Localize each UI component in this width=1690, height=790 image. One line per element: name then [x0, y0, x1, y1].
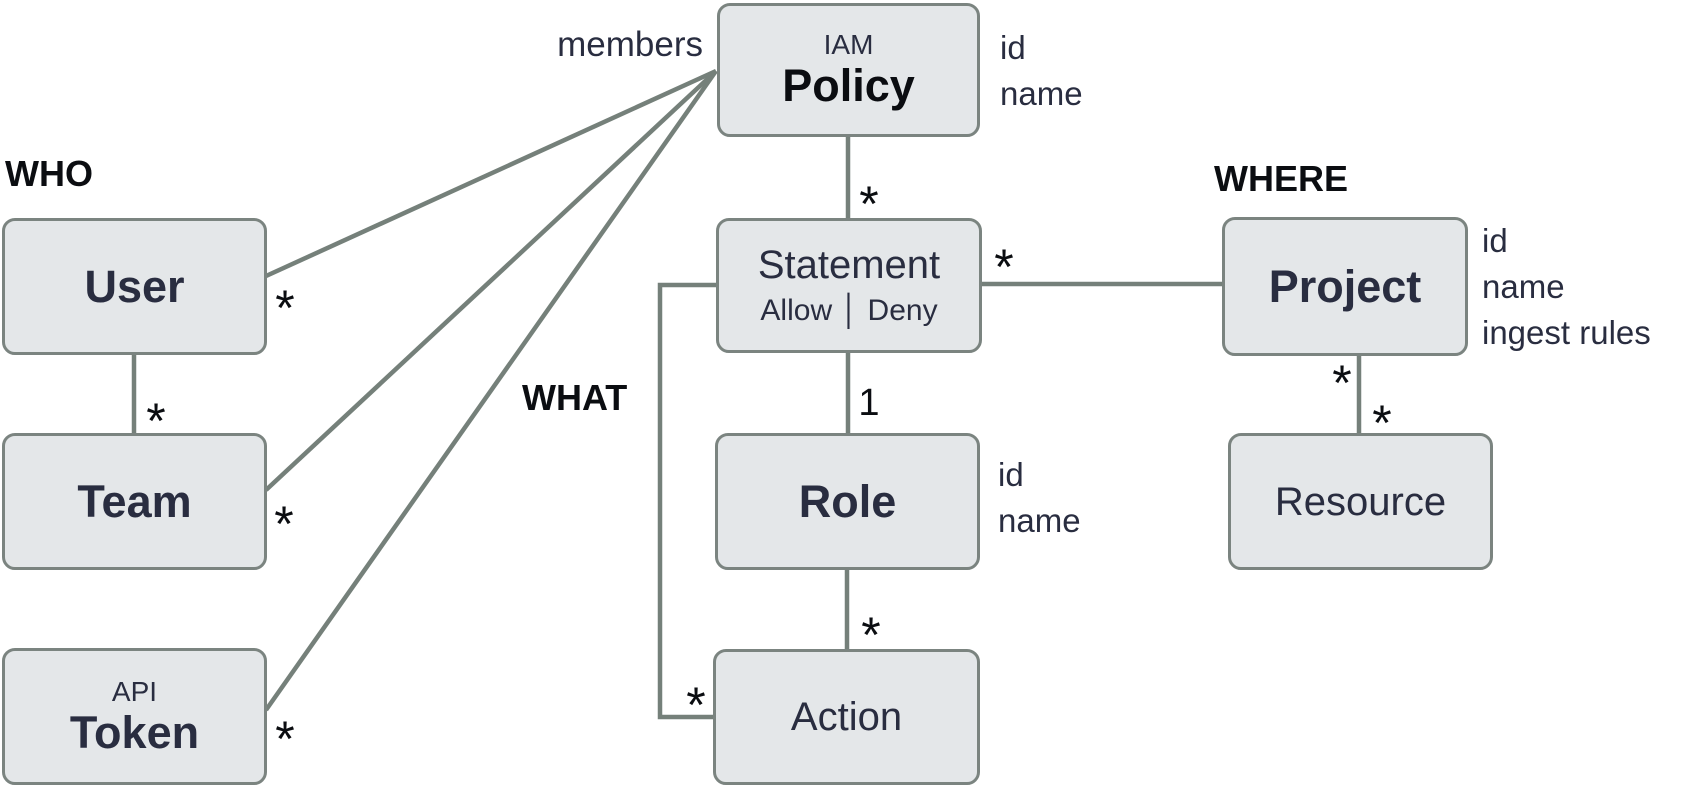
- entity-action-title: Action: [790, 695, 903, 739]
- edge-policy-team: [264, 69, 718, 492]
- entity-policy-title: Policy: [782, 60, 915, 112]
- section-label-who: WHO: [5, 153, 93, 194]
- entity-statement: Statement Allow │ Deny: [716, 218, 982, 353]
- section-label-what: WHAT: [522, 377, 628, 418]
- mult-team-policy: *: [274, 496, 294, 552]
- mult-user-team: *: [146, 393, 166, 449]
- section-label-where: WHERE: [1214, 158, 1348, 199]
- mult-token-policy: *: [275, 711, 295, 767]
- project-attr: name: [1482, 268, 1565, 305]
- edge-policy-user: [265, 68, 717, 279]
- edge-policy-token: [264, 69, 718, 712]
- mult-user-policy: *: [275, 280, 295, 336]
- role-attr: name: [998, 502, 1081, 539]
- entity-resource-title: Resource: [1274, 479, 1447, 524]
- entity-role-title: Role: [798, 475, 897, 527]
- entity-token-title: Token: [69, 706, 200, 758]
- role-attr: id: [998, 456, 1024, 493]
- policy-attrs: id name: [1000, 25, 1083, 117]
- edge-label-members: members: [557, 25, 703, 64]
- entity-action: Action: [713, 649, 980, 785]
- mult-policy-statement: *: [859, 176, 879, 232]
- project-attr: ingest rules: [1482, 314, 1651, 351]
- mult-statement-project: *: [994, 239, 1014, 295]
- entity-token: API Token: [2, 648, 267, 785]
- entity-statement-subtitle: Allow │ Deny: [760, 293, 938, 327]
- mult-project-resource-upper: *: [1332, 355, 1352, 411]
- project-attr: id: [1482, 222, 1508, 259]
- entity-project: Project: [1222, 217, 1468, 356]
- entity-resource: Resource: [1228, 433, 1493, 570]
- entity-user-title: User: [84, 260, 185, 312]
- entity-team: Team: [2, 433, 267, 570]
- entity-team-title: Team: [77, 475, 192, 527]
- mult-statement-role: 1: [858, 382, 880, 424]
- entity-user: User: [2, 218, 267, 355]
- policy-attr: name: [1000, 75, 1083, 112]
- mult-project-resource-lower: *: [1372, 395, 1392, 451]
- entity-role: Role: [715, 433, 980, 570]
- mult-role-action: *: [861, 607, 881, 663]
- entity-statement-title: Statement: [757, 242, 941, 287]
- entity-token-pretitle: API: [111, 675, 158, 707]
- policy-attr: id: [1000, 29, 1026, 66]
- project-attrs: id name ingest rules: [1482, 218, 1651, 356]
- entity-policy-pretitle: IAM: [823, 29, 874, 61]
- mult-statement-action: *: [686, 677, 706, 733]
- entity-policy: IAM Policy: [717, 3, 980, 137]
- entity-project-title: Project: [1268, 260, 1422, 312]
- edge-statement-action: [657, 282, 716, 720]
- role-attrs: id name: [998, 452, 1081, 544]
